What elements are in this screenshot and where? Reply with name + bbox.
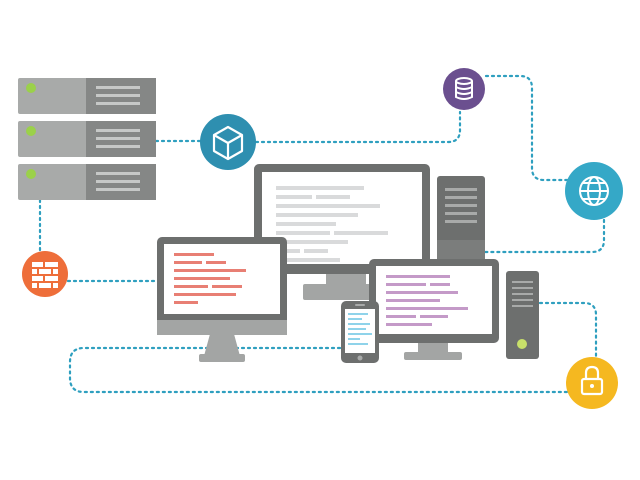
link-database-to-globe xyxy=(484,74,570,182)
desktop-monitor-left xyxy=(157,237,287,362)
link-phone-loop-to-lock xyxy=(68,346,570,394)
firewall-icon xyxy=(22,251,68,297)
cube-icon xyxy=(200,114,256,170)
server-unit xyxy=(18,164,156,200)
link-cube-to-database xyxy=(254,110,462,144)
server-unit xyxy=(18,78,156,114)
code-lines-purple xyxy=(386,275,468,326)
server-rack-icon xyxy=(18,78,156,200)
link-globe-to-monitor xyxy=(472,212,606,254)
link-tower-to-lock xyxy=(538,301,598,358)
desktop-monitor-right xyxy=(369,259,499,360)
server-unit xyxy=(18,121,156,157)
smartphone-icon xyxy=(341,301,379,363)
connection-lines xyxy=(38,74,606,394)
globe-icon xyxy=(565,162,623,220)
tower-pc-small xyxy=(506,271,539,359)
desktop-monitor-large xyxy=(254,164,430,300)
code-lines-red xyxy=(174,253,246,304)
lock-icon xyxy=(566,357,618,409)
code-lines-gray xyxy=(276,186,388,262)
code-lines-blue xyxy=(348,313,372,345)
database-icon xyxy=(443,68,485,110)
